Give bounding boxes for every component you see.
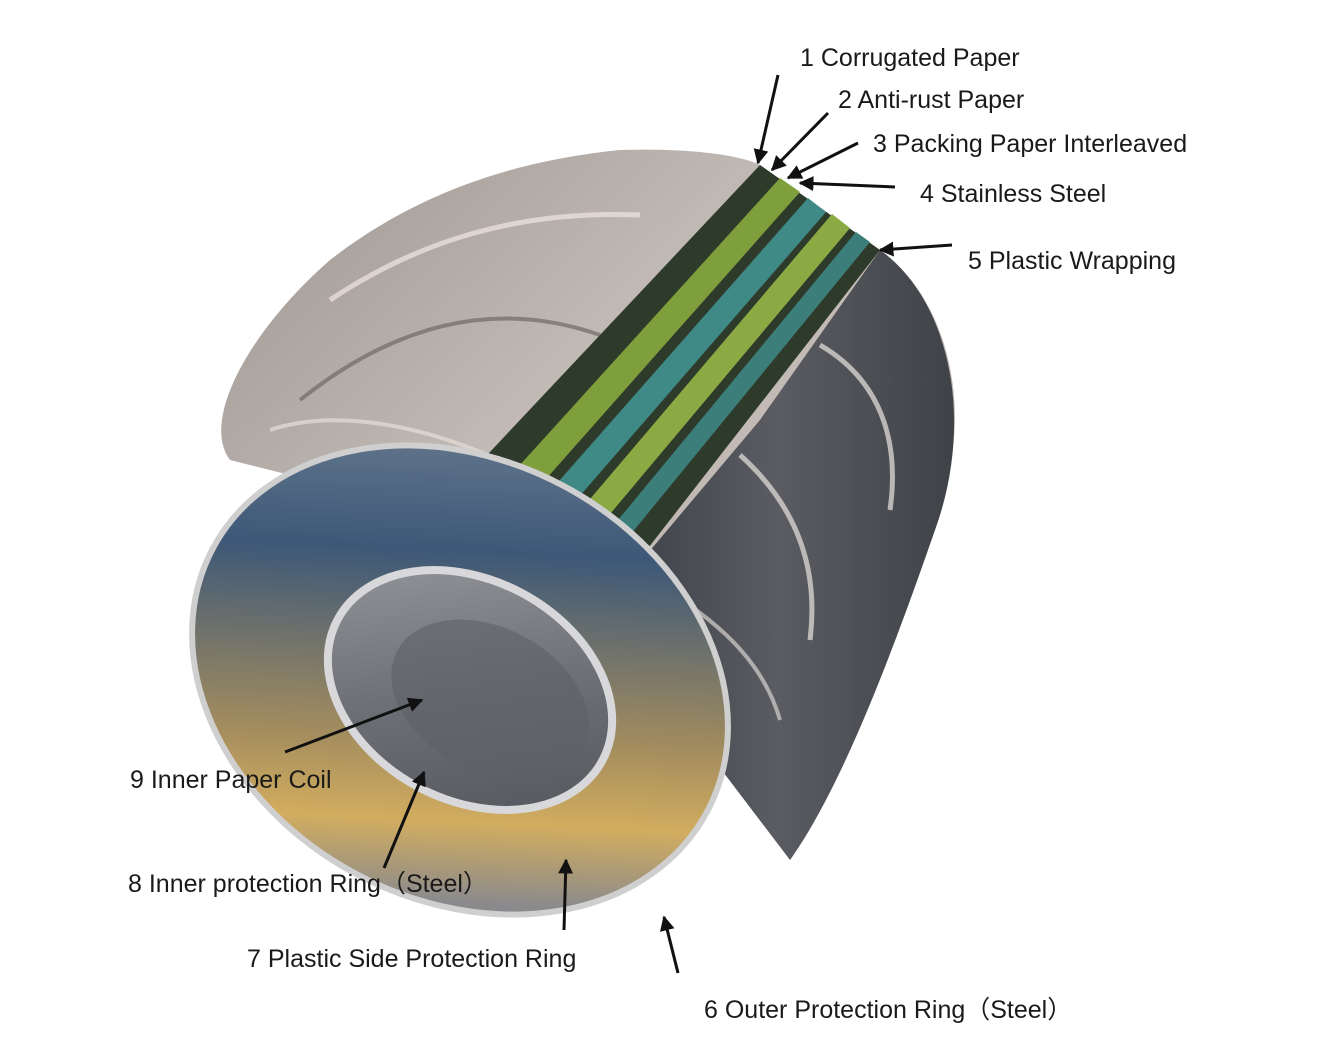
arrow-2: [770, 111, 830, 172]
callout-label-4: 4 Stainless Steel: [920, 182, 1106, 207]
callout-number: 2: [838, 86, 852, 114]
callout-number: 5: [968, 247, 982, 275]
callout-label-2: 2 Anti-rust Paper: [838, 88, 1024, 113]
callout-label-3: 3 Packing Paper Interleaved: [873, 132, 1187, 157]
arrow-6: [659, 915, 680, 974]
arrow-9: [284, 697, 424, 754]
callout-text: Corrugated Paper: [820, 44, 1020, 72]
callout-text: Inner Paper Coil: [150, 766, 332, 794]
callout-label-8: 8 Inner protection Ring（Steel）: [128, 872, 488, 897]
arrow-7: [558, 858, 574, 931]
callout-text: Plastic Wrapping: [988, 247, 1176, 275]
callout-text: Plastic Side Protection Ring: [267, 945, 577, 973]
callout-number: 3: [873, 130, 887, 158]
callout-text: Stainless Steel: [940, 180, 1107, 208]
callout-number: 7: [247, 945, 261, 973]
arrow-3: [786, 141, 859, 180]
arrow-4: [798, 176, 896, 192]
callout-number: 6: [704, 996, 718, 1024]
callout-label-7: 7 Plastic Side Protection Ring: [247, 947, 576, 972]
callout-label-1: 1 Corrugated Paper: [800, 46, 1020, 71]
arrow-5: [878, 241, 953, 257]
callout-text: Inner protection Ring（Steel）: [148, 870, 488, 898]
callout-label-5: 5 Plastic Wrapping: [968, 249, 1176, 274]
callout-number: 9: [130, 766, 144, 794]
callout-number: 1: [800, 44, 814, 72]
callout-text: Packing Paper Interleaved: [893, 130, 1188, 158]
arrow-1: [753, 74, 780, 165]
callout-label-6: 6 Outer Protection Ring（Steel）: [704, 998, 1072, 1023]
arrow-8: [382, 770, 426, 869]
callout-number: 4: [920, 180, 934, 208]
callout-text: Anti-rust Paper: [857, 86, 1025, 114]
callout-number: 8: [128, 870, 142, 898]
callout-text: Outer Protection Ring（Steel）: [724, 996, 1073, 1024]
callout-label-9: 9 Inner Paper Coil: [130, 768, 332, 793]
